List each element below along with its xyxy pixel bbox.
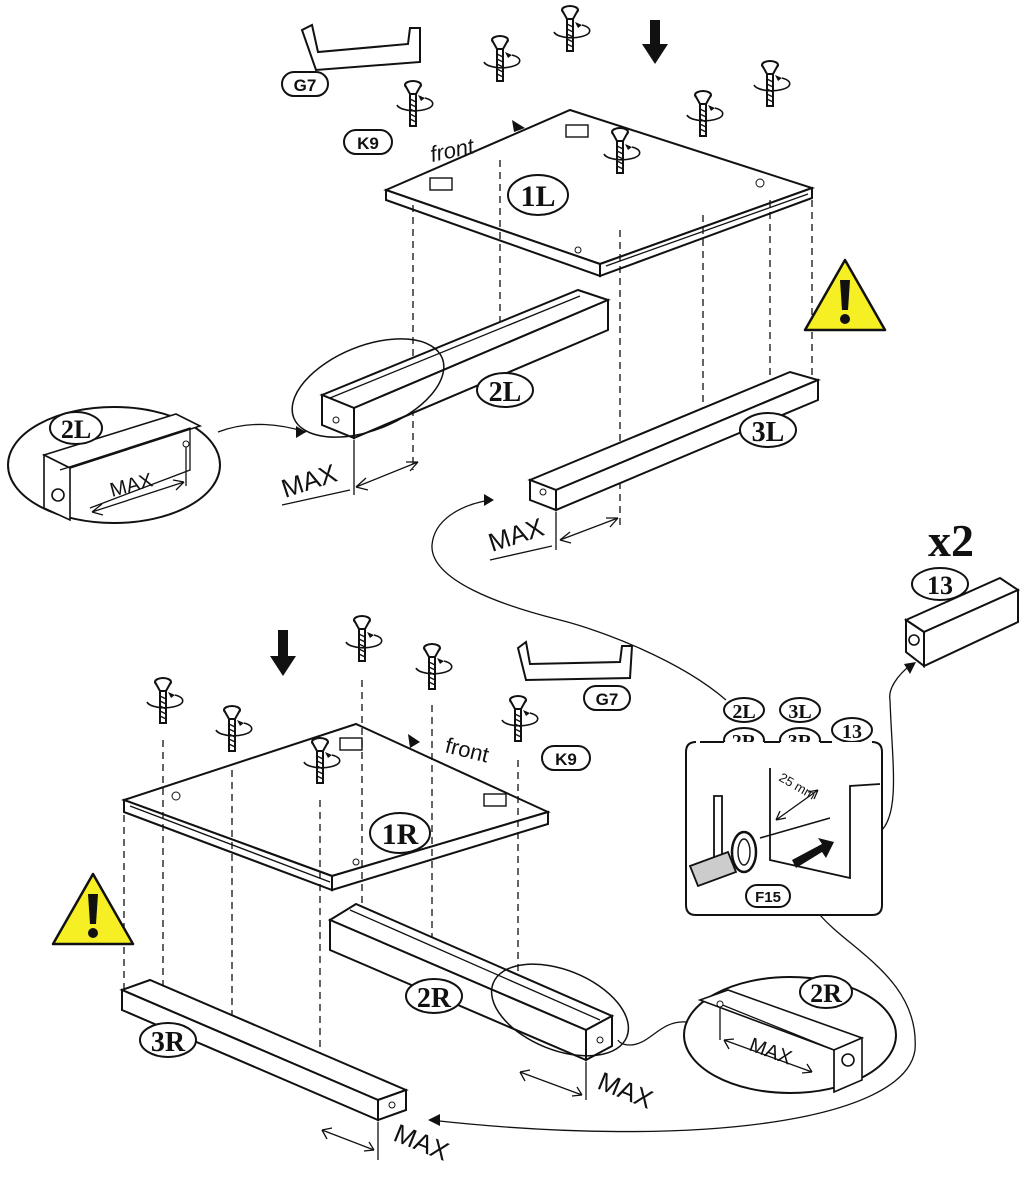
guide-lines-top — [412, 160, 813, 530]
rail-3l — [527, 370, 822, 512]
k9-tag-bottom: K9 — [541, 745, 591, 771]
screw-icon — [561, 5, 579, 52]
connector-f15-13 — [881, 663, 913, 831]
max-dimension-2r: MAX — [519, 1062, 657, 1115]
screw-icon — [509, 695, 527, 742]
svg-text:2L: 2L — [732, 701, 755, 723]
svg-text:G7: G7 — [294, 76, 317, 95]
screw-icon — [404, 80, 422, 127]
g7-tag-bottom: G7 — [583, 685, 631, 711]
warning-icon — [51, 872, 135, 946]
tag-13-top: 13 — [911, 567, 969, 601]
rail-3r — [119, 978, 409, 1122]
down-arrow-icon — [270, 630, 296, 676]
screw-icon — [423, 643, 441, 690]
connector-2l-detail — [217, 423, 307, 433]
svg-text:13: 13 — [842, 721, 862, 743]
svg-text:MAX: MAX — [485, 512, 548, 558]
svg-text:MAX: MAX — [594, 1066, 657, 1115]
tag-2l: 2L — [476, 372, 534, 408]
g7-tag-top: G7 — [281, 71, 329, 97]
board-1r: 1R front — [120, 722, 551, 892]
tag-2r: 2R — [405, 978, 463, 1014]
svg-text:F15: F15 — [755, 889, 781, 906]
part-13-block — [903, 576, 1021, 669]
screw-icon — [223, 705, 241, 752]
down-arrow-icon — [642, 20, 668, 64]
svg-text:13: 13 — [927, 571, 953, 600]
max-dimension-2l: MAX — [278, 440, 419, 506]
k9-tag-top: K9 — [343, 129, 393, 155]
connector-f15-3l — [431, 499, 727, 701]
svg-text:MAX: MAX — [390, 1118, 453, 1167]
connector-2r-detail — [617, 1021, 687, 1046]
board-1l: 1L front — [383, 108, 816, 278]
svg-text:2R: 2R — [810, 979, 842, 1008]
svg-text:1R: 1R — [382, 818, 419, 851]
screw-icon — [491, 35, 509, 82]
svg-text:3L: 3L — [752, 417, 785, 448]
detail-2l: MAX 2L — [7, 406, 221, 524]
tag-3r: 3R — [139, 1022, 197, 1058]
svg-text:1L: 1L — [520, 180, 555, 213]
detail-2r: MAX 2R — [683, 975, 897, 1094]
svg-text:2R: 2R — [417, 983, 452, 1014]
svg-text:G7: G7 — [596, 690, 619, 709]
f15-instruction-box: 25 mm F15 — [685, 741, 883, 916]
svg-text:2L: 2L — [489, 377, 522, 408]
screw-icon — [761, 60, 779, 107]
svg-text:3R: 3R — [151, 1027, 186, 1058]
max-dimension-3r: MAX — [321, 1118, 453, 1167]
nail-icon — [759, 817, 831, 839]
hammer-icon — [688, 795, 738, 888]
max-dimension-3l: MAX — [485, 512, 619, 561]
svg-text:K9: K9 — [555, 750, 577, 769]
hex-key-icon — [300, 23, 421, 72]
quantity-label: x2 — [928, 515, 974, 566]
connector-f15-3r — [429, 914, 916, 1133]
svg-text:3L: 3L — [788, 701, 811, 723]
rail-2r — [327, 902, 630, 1062]
guide-lines-bottom — [123, 680, 519, 1060]
rail-2l — [291, 288, 611, 440]
svg-text:K9: K9 — [357, 134, 379, 153]
screw-icon — [353, 615, 371, 662]
screw-icon — [154, 677, 172, 724]
hex-key-icon — [516, 640, 634, 682]
svg-text:MAX: MAX — [278, 458, 341, 504]
screw-icon — [694, 90, 712, 137]
warning-icon — [803, 258, 887, 332]
tag-3l: 3L — [739, 412, 797, 448]
svg-text:front: front — [443, 733, 492, 768]
svg-text:2L: 2L — [61, 415, 91, 444]
